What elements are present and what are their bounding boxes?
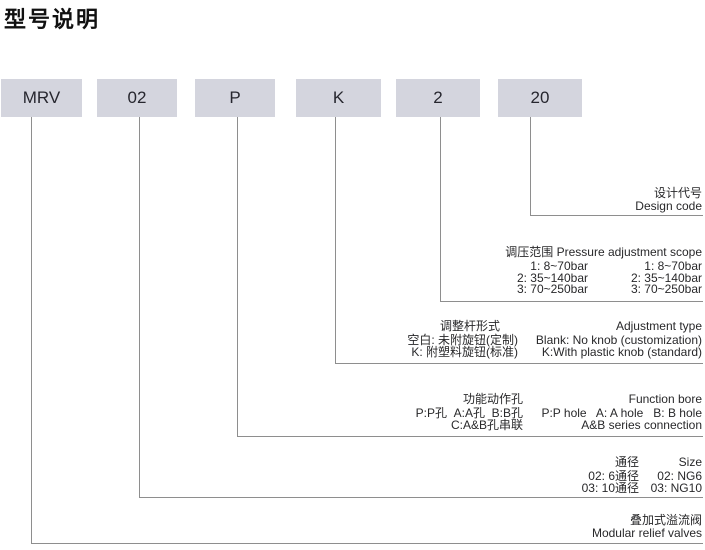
connector-hline-design — [530, 215, 703, 216]
section-adjustment-type: 调整杆形式 Adjustment type 空白: 未附旋钮(定制)Blank: … — [407, 320, 702, 358]
model-segment-size: 02 — [97, 79, 177, 117]
connector-vline-design — [530, 117, 531, 215]
size-header-en: Size — [678, 455, 702, 469]
section-design-code: 设计代号 Design code — [635, 187, 702, 213]
function-bore-header-en: Function bore — [628, 392, 702, 406]
connector-vline-pressure — [440, 117, 441, 301]
design-code-label-cn: 设计代号 — [653, 186, 702, 200]
function-bore-header-cn: 功能动作孔 — [462, 392, 523, 406]
connector-hline-size — [139, 497, 703, 498]
section-product-name: 叠加式溢流阀 Modular relief valves — [592, 514, 702, 540]
product-name-cn: 叠加式溢流阀 — [629, 513, 702, 527]
product-name-en: Modular relief valves — [591, 526, 702, 540]
connector-hline-pressure — [440, 301, 703, 302]
model-segment-pressure: 2 — [396, 79, 480, 117]
model-segment-knob: K — [296, 79, 381, 117]
section-pressure: 调压范围 Pressure adjustment scope 1: 8~70ba… — [505, 246, 702, 296]
adjustment-header-cn: 调整杆形式 — [439, 319, 500, 333]
connector-hline-knob — [335, 363, 703, 364]
size-header-cn: 通径 — [614, 455, 639, 469]
model-segment-function: P — [195, 79, 275, 117]
model-segment-mrv: MRV — [1, 79, 82, 117]
connector-hline-product — [31, 543, 703, 544]
connector-vline-function — [237, 117, 238, 436]
connector-hline-function — [237, 436, 703, 437]
pressure-header-en: Pressure adjustment scope — [556, 245, 702, 259]
connector-vline-size — [139, 117, 140, 497]
page-title: 型号说明 — [4, 7, 101, 32]
design-code-label-en: Design code — [635, 199, 702, 213]
adjustment-header-en: Adjustment type — [615, 319, 702, 333]
connector-vline-knob — [335, 117, 336, 363]
pressure-header-cn: 调压范围 — [505, 245, 554, 259]
adjustment-row: 空白: 未附旋钮(定制)Blank: No knob (customizatio… — [407, 333, 702, 347]
model-segment-design: 20 — [498, 79, 582, 117]
connector-vline-mrv — [31, 117, 32, 543]
adjustment-row: K: 附塑料旋钮(标准)K:With plastic knob (standar… — [411, 344, 702, 359]
